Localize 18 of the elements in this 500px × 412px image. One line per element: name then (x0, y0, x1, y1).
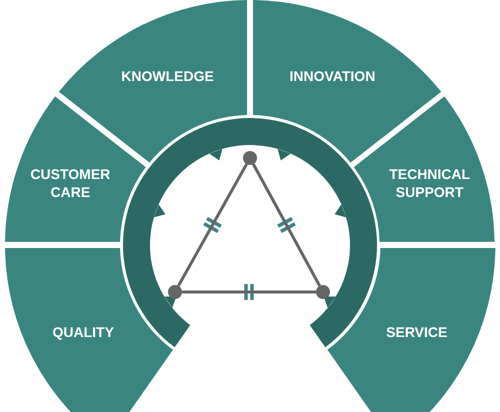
segment-label: CUSTOMER CARE (29, 165, 112, 202)
dot (243, 151, 257, 165)
ring-segment (250, 0, 444, 165)
dot (316, 285, 330, 299)
segment-label: SERVICE (385, 322, 448, 341)
ring-segment (352, 94, 495, 245)
ring-segment (56, 0, 250, 165)
ring-segment (5, 245, 176, 412)
segment-label: INNOVATION (288, 67, 376, 86)
segment-label: QUALITY (52, 322, 115, 341)
segment-label: TECHNICAL SUPPORT (388, 165, 472, 202)
ring-segment (324, 245, 495, 412)
ring-segment (5, 94, 148, 245)
dot (168, 285, 182, 299)
line (177, 163, 248, 287)
segment-label: KNOWLEDGE (120, 67, 215, 86)
line (182, 290, 316, 294)
line (252, 163, 321, 287)
